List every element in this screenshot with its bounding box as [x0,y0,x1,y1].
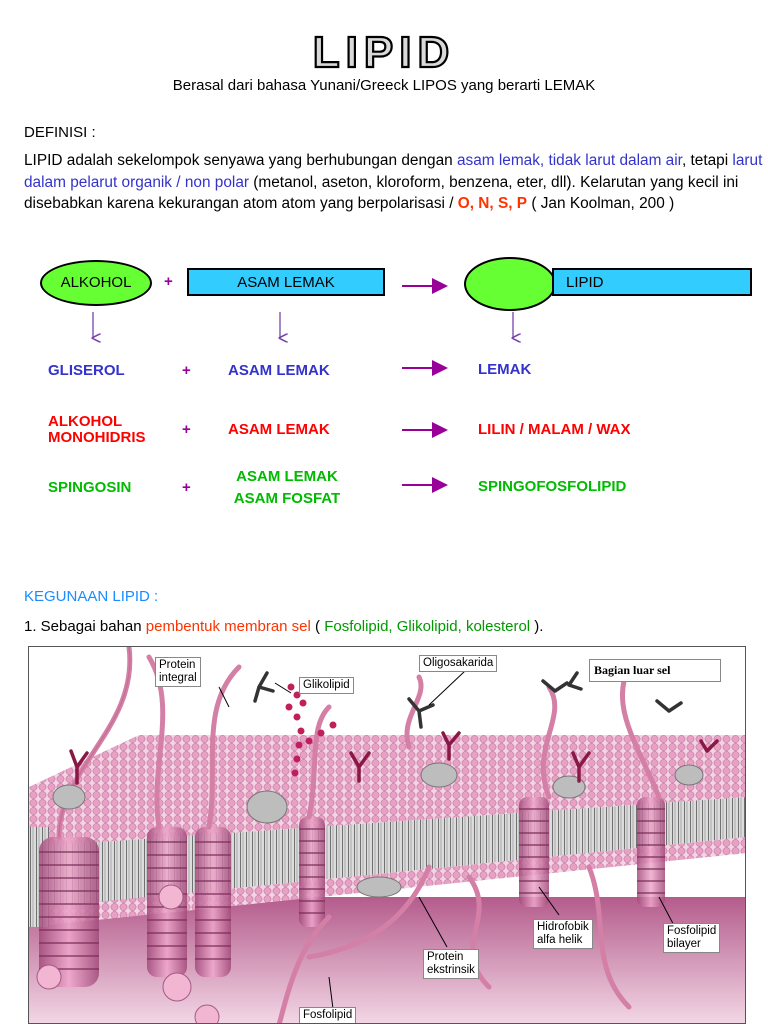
scheme-arrows [0,278,768,493]
reaction-3-plus: + [182,479,191,496]
membrane-drawing [29,647,745,1023]
plus-sign: + [164,273,173,290]
label-fosfolipid-bilayer: Fosfolipid bilayer [663,923,721,953]
reaction-2-left-line2: MONOHIDRIS [48,429,146,446]
reaction-3-left: SPINGOSIN [48,479,132,496]
reaction-1-left: GLISEROL [48,362,125,379]
definition-label: DEFINISI : [24,124,96,141]
label-hidrofobik: Hidrofobik alfa helik [533,919,593,949]
definition-part-3: , tetapi [681,152,733,169]
reaction-2-left-line1: ALKOHOL [48,413,123,430]
definition-highlight-asam-lemak: asam lemak, tidak larut dalam air [456,152,682,169]
alkohol-label: ALKOHOL [60,274,132,291]
reaction-3-right-line2: ASAM FOSFAT [233,490,341,507]
point-1-open: ( [310,618,325,635]
label-bagian-luar-sel: Bagian luar sel [589,659,721,682]
subtitle: Berasal dari bahasa Yunani/Greeck LIPOS … [172,77,596,94]
point-1-examples: Fosfolipid, Glikolipid, kolesterol [324,618,531,635]
label-oligosakarida: Oligosakarida [419,655,498,672]
reaction-3-right-line1: ASAM LEMAK [236,468,338,485]
helix-group-left [39,797,665,987]
reaction-1-product: LEMAK [478,361,532,378]
reaction-1-right: ASAM LEMAK [228,362,330,379]
label-protein-integral: Protein integral [155,657,201,687]
lipid-oval [464,257,556,311]
lipid-label: LIPID [566,274,604,291]
reaction-2-right: ASAM LEMAK [228,421,330,438]
asam-lemak-bar [187,268,385,296]
definition-part-5: (metanol, aseton, kloroform, benzena, et… [24,173,739,213]
reaction-3-right: ASAM LEMAK ASAM FOSFAT [222,466,352,510]
cell-membrane-illustration: Protein integral Glikolipid Oligosakarid… [28,646,746,1024]
point-1-prefix: 1. Sebagai bahan [24,618,146,635]
point-1-close: ). [530,618,544,635]
reaction-2-product: LILIN / MALAM / WAX [478,421,631,438]
point-1-highlight: pembentuk membran sel [145,618,311,635]
definition-part-1: LIPID adalah sekelompok senyawa yang ber… [24,152,457,169]
asam-lemak-label: ASAM LEMAK [237,274,335,291]
kegunaan-heading: KEGUNAAN LIPID : [24,588,159,605]
definition-highlight-larut: larut dalam pelarut organik / non polar [24,152,763,191]
definition-part-7: ( Jan Koolman, 200 ) [527,195,675,212]
definition-highlight-atoms: O, N, S, P [457,195,528,212]
reaction-2-plus: + [182,421,191,438]
definition-text: LIPID adalah sekelompok senyawa yang ber… [24,150,764,215]
reaction-3-product: SPINGOFOSFOLIPID [478,478,627,495]
page-title: LIPID [312,27,456,78]
reaction-1-plus: + [182,362,191,379]
kegunaan-point-1: 1. Sebagai bahan pembentuk membran sel (… [24,618,543,635]
lipid-bar [552,268,752,296]
alkohol-oval [40,260,152,306]
reaction-2-left: ALKOHOL MONOHIDRIS [48,414,146,446]
label-glikolipid: Glikolipid [299,677,354,694]
label-fosfolipid: Fosfolipid [299,1007,357,1023]
label-protein-ekstrinsik: Protein ekstrinsik [423,949,479,979]
